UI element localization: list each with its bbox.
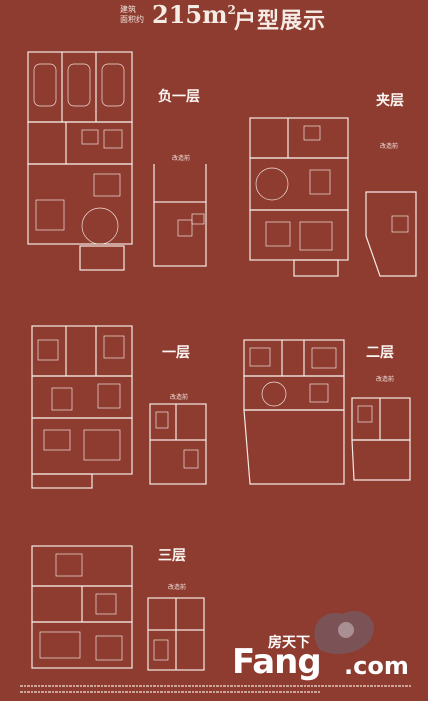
first-floor-label: 一层	[162, 345, 190, 361]
third-floor-plan	[31, 545, 133, 669]
third-floor-label: 三层	[158, 548, 186, 564]
third-floor-alt-plan	[147, 597, 205, 671]
watermark-cn: 房天下	[268, 635, 310, 651]
mezzanine-label: 夹层	[376, 93, 404, 109]
watermark-com: .com	[344, 652, 409, 680]
page-title: 户型展示	[234, 9, 327, 34]
area-number: 215m	[152, 0, 228, 29]
second-floor-alt-plan	[351, 397, 411, 481]
disclaimer-fine-print	[20, 685, 412, 693]
basement-note: 改造前	[172, 155, 191, 162]
watermark-fang: Fang	[232, 642, 322, 682]
second-floor-label: 二层	[366, 345, 394, 361]
second-floor-note: 改造前	[376, 376, 395, 383]
second-floor-plan	[243, 339, 345, 485]
basement-plan	[27, 51, 133, 271]
first-floor-note: 改造前	[170, 394, 189, 401]
area-caption: 建筑 面积约	[120, 5, 150, 25]
watermark-emblem-icon	[314, 611, 374, 655]
mezzanine-alt-plan	[365, 191, 417, 277]
first-floor-plan	[31, 325, 133, 489]
first-floor-alt-plan	[149, 403, 207, 485]
mezzanine-note: 改造前	[380, 143, 399, 150]
third-floor-note: 改造前	[168, 584, 187, 591]
header: 建筑 面积约 215m2 户型展示	[0, 0, 428, 38]
area-superscript: 2	[227, 3, 236, 17]
area-caption-bottom: 面积约	[120, 15, 144, 24]
area-value: 215m2	[152, 0, 236, 29]
basement-alt-plan	[153, 164, 207, 267]
mezzanine-plan	[249, 117, 349, 277]
area-caption-top: 建筑	[120, 5, 136, 14]
basement-label: 负一层	[158, 89, 200, 105]
